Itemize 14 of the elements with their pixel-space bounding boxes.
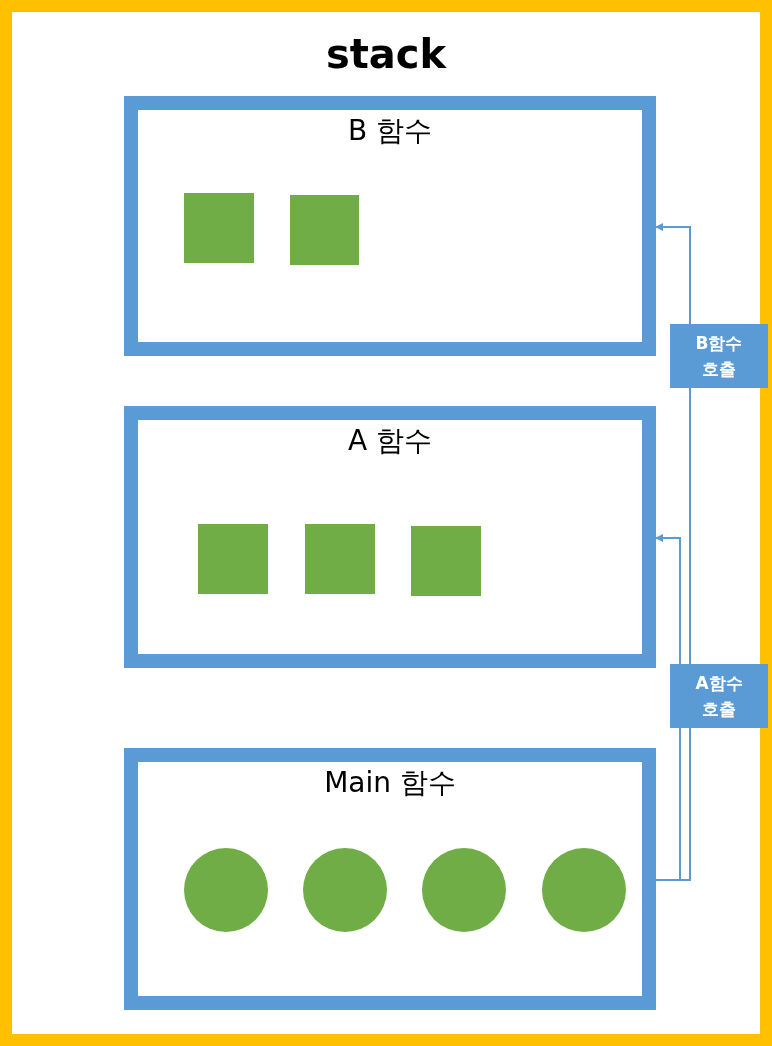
function-frame: [124, 96, 656, 356]
edge-label: B함수 호출: [670, 324, 768, 388]
square-shape: [411, 526, 481, 596]
function-title: A 함수: [346, 424, 434, 458]
square-shape: [198, 524, 268, 594]
square-shape: [184, 193, 254, 263]
square-shape: [290, 195, 359, 265]
edge-label: A함수 호출: [670, 664, 768, 728]
function-frame: [124, 406, 656, 668]
square-shape: [305, 524, 375, 594]
function-title: Main 함수: [323, 766, 457, 800]
function-title: B 함수: [346, 114, 434, 148]
function-frame: [124, 748, 656, 1010]
stack-title: stack: [324, 30, 448, 78]
